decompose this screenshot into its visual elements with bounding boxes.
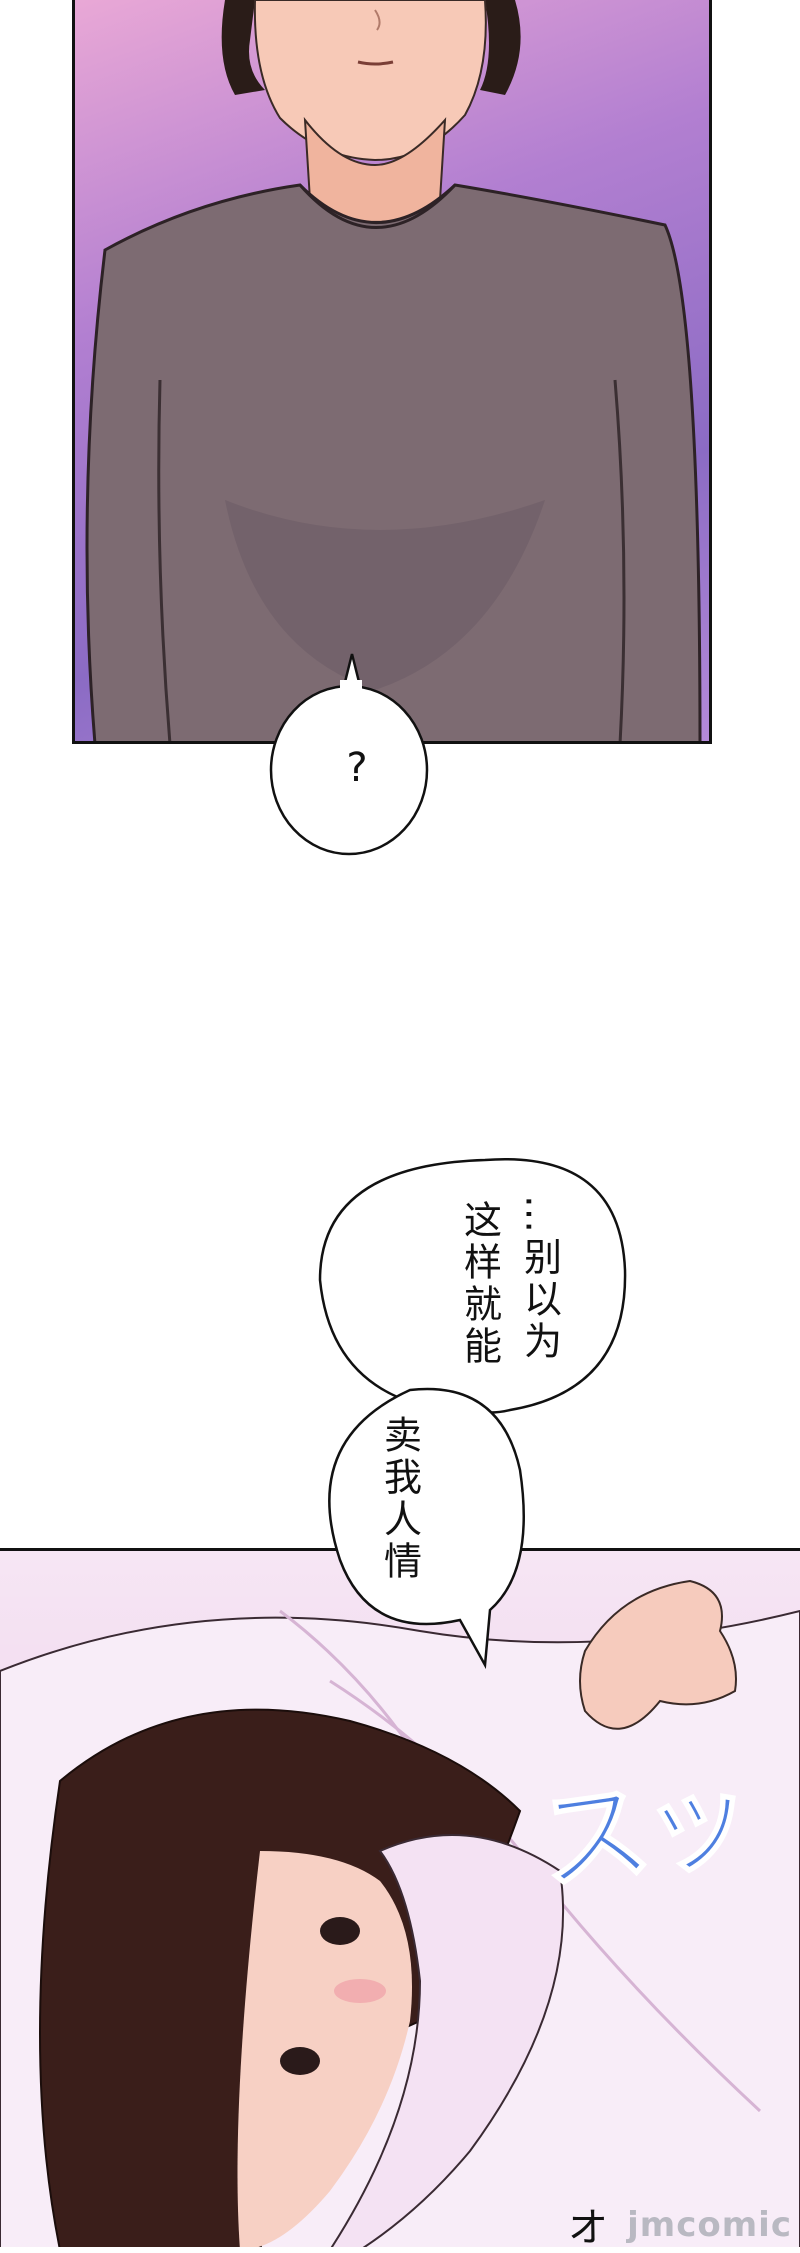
girl-illustration [0, 1579, 800, 2247]
sound-effect: スッ [530, 1751, 756, 1909]
eye-lower [280, 2047, 320, 2075]
question-bubble [269, 653, 429, 856]
speech-line-3: 卖我人情 [377, 1415, 422, 1583]
bottom-panel [0, 1548, 800, 2247]
hair-right [480, 0, 521, 95]
sweater-shading [225, 500, 545, 690]
man-illustration [85, 0, 702, 741]
top-panel [72, 0, 712, 744]
collar [298, 183, 457, 229]
right-arm-line [613, 379, 626, 741]
mouth [357, 60, 394, 66]
face [253, 0, 487, 162]
question-bubble-joint [340, 680, 362, 692]
bottom-caption: オ [568, 2205, 608, 2251]
blush [334, 1979, 386, 2003]
hand [579, 1579, 737, 1730]
eye-upper [320, 1917, 360, 1945]
speech-line-1: …别以为 [517, 1195, 562, 1363]
nose [374, 9, 381, 31]
speech-bubble-lower [328, 1387, 525, 1670]
blanket-edge [330, 1834, 565, 2247]
sweater [85, 183, 702, 741]
left-arm-line [157, 379, 172, 741]
watermark-logo: jmcomic [627, 2205, 792, 2245]
hair-left [221, 0, 265, 95]
question-text: ? [346, 745, 368, 791]
face [237, 1851, 412, 2247]
speech-line-2: 这样就能 [457, 1200, 502, 1368]
main-speech-bubble [318, 1158, 627, 1670]
